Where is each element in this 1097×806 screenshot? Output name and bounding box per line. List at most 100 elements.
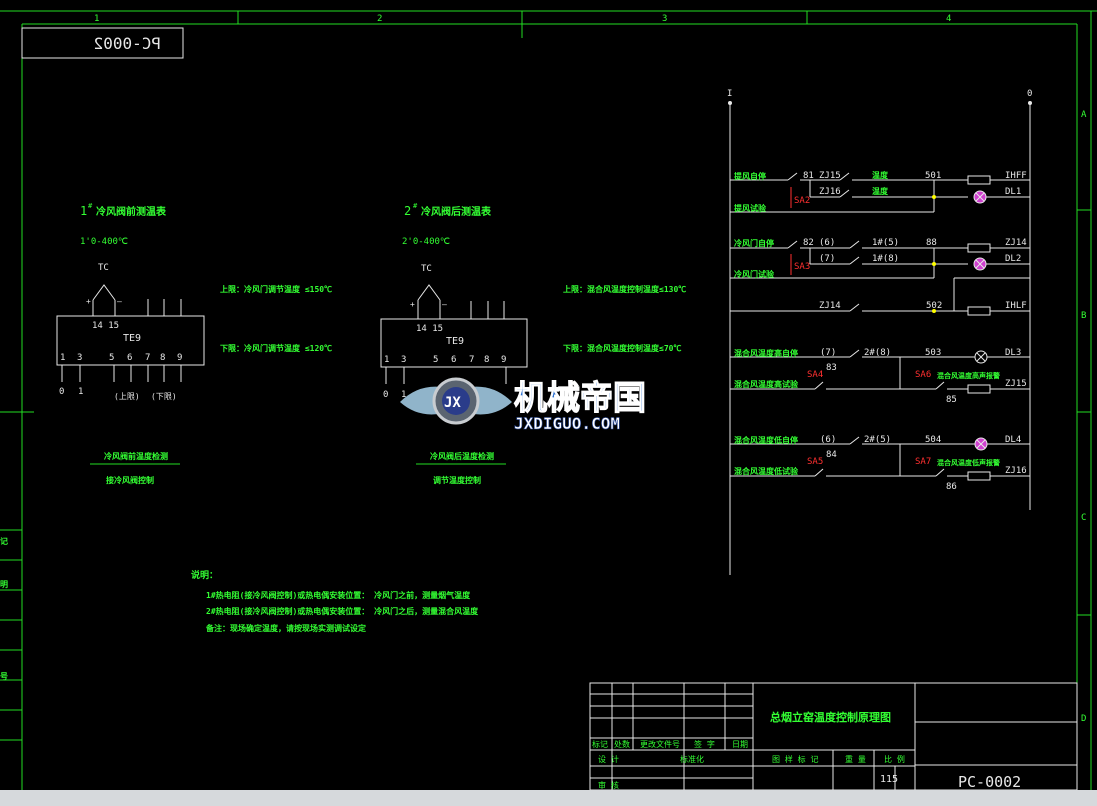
sensor2-minus: — — [442, 300, 447, 309]
sensor1-upper-label: (上限) — [114, 392, 140, 401]
sensor2-plus: + — [410, 300, 415, 309]
r2-contact-4: 1#(8) — [872, 254, 899, 264]
r3-coil: IHLF — [1005, 301, 1027, 311]
r5-switch: SA5 — [807, 457, 823, 467]
zone-labels: 1 2 3 4 A B C D 记 明 号 — [0, 14, 1087, 724]
r2-contact-2: 1#(5) — [872, 238, 899, 248]
r5-coil: ZJ16 — [1005, 466, 1027, 476]
tb-row-label-4: 签 字 — [694, 739, 715, 749]
tb-standard: 标准化 — [680, 754, 704, 764]
r4-node: 503 — [925, 348, 941, 358]
sensor2-pin-5: 5 — [433, 355, 438, 365]
r5-node: 504 — [925, 435, 941, 445]
sensor1-pin-9: 9 — [177, 353, 182, 363]
ladder-row-1: 提风自停 提风试验 81 ZJ15 温度 ZJ16 温度 SA2 501 IHF… — [730, 170, 1030, 213]
r4-contact-2: 2#(8) — [864, 348, 891, 358]
sensor2-upper-limit: 上限：混合风温度控制温度≤130℃ — [563, 284, 686, 294]
sensor-2: 2 # 冷风阀后测温表 2'0-400℃ TC + — 14 15 TE9 1 … — [380, 202, 686, 485]
sensor1-lower-limit: 下限：冷风门调节温度 ≤120℃ — [220, 343, 332, 353]
r5-lamp: DL4 — [1005, 435, 1021, 445]
r2-contact-3: (7) — [819, 254, 835, 264]
r5-contact-2: 2#(5) — [864, 435, 891, 445]
title-block: 总烟立窑温度控制原理图 标记 处数 更改文件号 签 字 日期 设 计 标准化 审… — [589, 682, 1078, 791]
r5-node-84: 84 — [826, 450, 837, 460]
zone-4: 4 — [946, 14, 951, 24]
r3-contact: ZJ14 — [819, 301, 841, 311]
sensor1-pins-top: 14 15 — [92, 321, 119, 331]
r1-switch: SA2 — [794, 196, 810, 206]
r2-switch: SA3 — [794, 262, 810, 272]
sensor1-plus: + — [86, 297, 91, 306]
sensor2-pin-8: 8 — [484, 355, 489, 365]
watermark-name: 机械帝国 — [514, 378, 646, 417]
tb-code: PC-0002 — [958, 773, 1021, 791]
margin-fragment-3: 号 — [0, 672, 8, 681]
tb-scale: 115 — [880, 774, 898, 785]
rail-right-label: 0 — [1027, 89, 1032, 99]
drawing-frame — [0, 10, 1097, 790]
sensor1-title: 冷风阀前测温表 — [96, 205, 167, 218]
r4-contact-1: (7) — [820, 348, 836, 358]
sensor1-tc: TC — [98, 263, 109, 273]
rail-left-label: I — [727, 89, 732, 99]
drawing-title: 总烟立窑温度控制原理图 — [770, 710, 891, 724]
sensor1-pin-1: 1 — [60, 353, 65, 363]
sensor2-pin-1: 1 — [384, 355, 389, 365]
r4-label-2: 混合风温度高试验 — [734, 379, 799, 389]
r4-label-1: 混合风温度高自停 — [734, 348, 798, 358]
sensor1-upper-limit: 上限：冷风门调节温度 ≤150℃ — [220, 284, 332, 294]
r1-label-1: 提风自停 — [734, 171, 766, 181]
sensor2-caption-b: 调节温度控制 — [433, 475, 481, 485]
watermark-url: JXDIGUO.COM — [514, 414, 620, 433]
zone-A: A — [1081, 110, 1087, 120]
sensor1-pin-6: 6 — [127, 353, 132, 363]
sensor1-pin-7: 7 — [145, 353, 150, 363]
zone-2: 2 — [377, 14, 382, 24]
sensor2-ground-0: 0 — [383, 390, 388, 400]
sensor2-pins-top: 14 15 — [416, 324, 443, 334]
r5-switch-2: SA7 — [915, 457, 931, 467]
r1-contact-2: ZJ16 — [819, 187, 841, 197]
sensor2-title: 冷风阀后测温表 — [421, 205, 492, 218]
r2-label-1: 冷风门自停 — [734, 238, 774, 248]
r4-switch-2: SA6 — [915, 370, 931, 380]
sensor-1: 1 # 冷风阀前测温表 1'0-400℃ TC + — 14 15 TE9 1 … — [56, 202, 332, 485]
r5-label-3: 混合风温度低声报警 — [937, 458, 1000, 467]
sensor2-lower-limit: 下限：混合风温度控制温度≤70℃ — [563, 343, 681, 353]
r4-lamp: DL3 — [1005, 348, 1021, 358]
note-2: 2#热电阻(接冷风阀控制)或热电偶安装位置： 冷风门之后，测量混合风温度 — [206, 606, 479, 616]
note-1: 1#热电阻(接冷风阀控制)或热电偶安装位置： 冷风门之前，测量烟气温度 — [206, 590, 471, 600]
sensor1-pin-5: 5 — [109, 353, 114, 363]
margin-fragment-2: 明 — [0, 580, 8, 589]
sensor2-caption-a: 冷风阀后温度检测 — [430, 451, 494, 461]
stamp-box: PC-0002 — [21, 27, 184, 59]
tb-row-label-2: 处数 — [614, 739, 630, 749]
bottom-scrollbar[interactable] — [0, 790, 1097, 806]
r5-label-2: 混合风温度低试验 — [734, 466, 799, 476]
sensor2-tc: TC — [421, 264, 432, 274]
sensor1-minus: — — [117, 297, 122, 306]
sensor1-sup: # — [88, 202, 93, 210]
watermark: JX 机械帝国 JXDIGUO.COM — [400, 377, 647, 433]
ladder-row-3: ZJ14 502 IHLF — [730, 277, 1030, 316]
tb-scale-label: 比 例 — [884, 754, 905, 764]
margin-fragment-1: 记 — [0, 536, 8, 546]
sensor1-caption-a: 冷风阀前温度检测 — [104, 451, 168, 461]
r1-node: 501 — [925, 171, 941, 181]
r1-lamp: DL1 — [1005, 187, 1021, 197]
sensor2-pin-3: 3 — [401, 355, 406, 365]
ladder-row-2: 冷风门自停 冷风门试验 82 (6) 1#(5) (7) 1#(8) SA3 8… — [730, 238, 1030, 279]
sensor2-pin-6: 6 — [451, 355, 456, 365]
tb-review: 审 核 — [598, 780, 619, 790]
ladder-diagram: I 0 提风自停 提风试验 — [727, 89, 1032, 575]
r2-contact-1: (6) — [819, 238, 835, 248]
sensor1-te: TE9 — [123, 333, 141, 344]
zone-C: C — [1081, 513, 1086, 523]
r4-node-85: 85 — [946, 395, 957, 405]
sensor1-ground-1: 1 — [78, 387, 83, 397]
tb-row-label-5: 日期 — [732, 740, 748, 749]
r5-node-86: 86 — [946, 482, 957, 492]
r2-lamp: DL2 — [1005, 254, 1021, 264]
zone-B: B — [1081, 311, 1086, 321]
